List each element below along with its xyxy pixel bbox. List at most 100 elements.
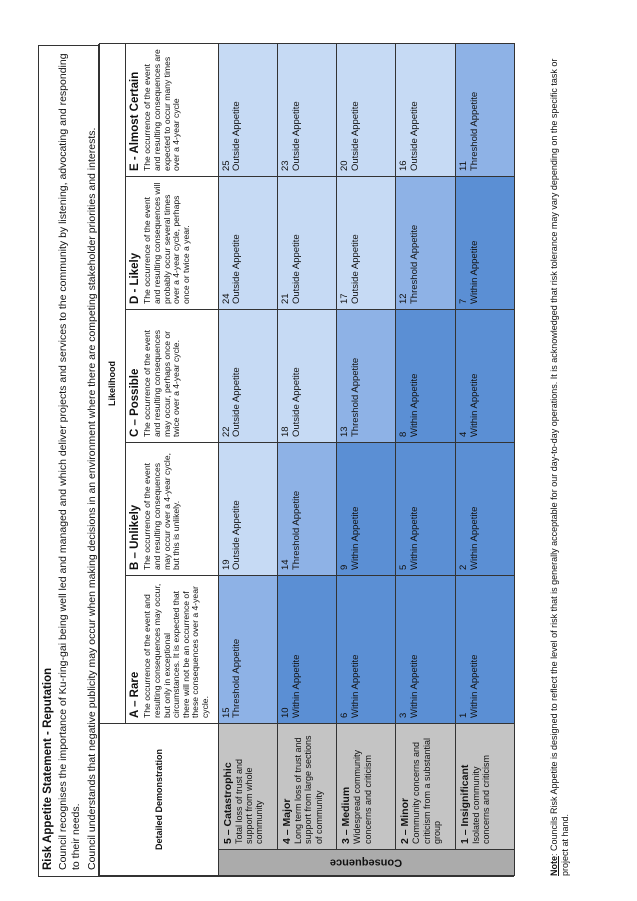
statement-title: Risk Appetite Statement - Reputation xyxy=(42,667,54,870)
likelihood-header: Likelihood xyxy=(99,43,126,724)
appetite-label: Threshold Appetite xyxy=(468,91,480,171)
consequence-title: 2 – Minor xyxy=(399,797,412,844)
appetite-label: Within Appetite xyxy=(350,506,362,570)
consequence-description: Total loss of trust and support from who… xyxy=(233,758,265,844)
appetite-label: Outside Appetite xyxy=(290,367,302,437)
likelihood-description: The occurrence of the event and resultin… xyxy=(142,329,182,437)
consequence-title: 4 – Major xyxy=(280,798,293,844)
note-label: Note xyxy=(549,856,559,876)
consequence-description: Isolated community concerns and criticis… xyxy=(470,754,492,844)
appetite-label: Within Appetite xyxy=(409,373,421,437)
statement-paragraph-1: Council recognises the importance of Ku-… xyxy=(57,53,83,870)
likelihood-description: The occurrence of the event and resultin… xyxy=(142,583,211,718)
appetite-label: Within Appetite xyxy=(468,506,480,570)
consequence-title: 1 – Insignificant xyxy=(458,764,471,844)
consequence-description: Long term loss of trust and support from… xyxy=(292,735,324,844)
likelihood-description: The occurrence of the event and resultin… xyxy=(142,452,182,570)
risk-score: 2 xyxy=(457,564,469,570)
appetite-label: Threshold Appetite xyxy=(409,224,421,304)
appetite-label: Threshold Appetite xyxy=(290,490,302,570)
statement-paragraph-2: Council understands that negative public… xyxy=(86,127,99,870)
likelihood-title: C – Possible xyxy=(129,368,142,437)
risk-appetite-frame: Risk Appetite Statement - Reputation Cou… xyxy=(38,43,570,877)
appetite-label: Outside Appetite xyxy=(231,101,243,171)
likelihood-title: A – Rare xyxy=(129,671,142,718)
appetite-label: Outside Appetite xyxy=(290,234,302,304)
consequence-label: Consequence xyxy=(330,856,403,869)
appetite-label: Outside Appetite xyxy=(290,101,302,171)
appetite-label: Outside Appetite xyxy=(350,234,362,304)
likelihood-description: The occurrence of the event and resultin… xyxy=(142,182,191,304)
appetite-label: Outside Appetite xyxy=(231,367,243,437)
detailed-demonstration-header: Detailed Demonstration xyxy=(99,723,219,876)
appetite-label: Outside Appetite xyxy=(231,500,243,570)
consequence-title: 5 – Catastrophic xyxy=(221,762,234,844)
rotated-page: Risk Appetite Statement - Reputation Cou… xyxy=(38,17,598,877)
appetite-label: Within Appetite xyxy=(468,654,480,718)
consequence-description: Widespread community concerns and critic… xyxy=(352,749,373,844)
risk-score: 11 xyxy=(457,161,469,171)
statement-header: Risk Appetite Statement - Reputation Cou… xyxy=(39,44,99,876)
footnote: Note: Councils Risk Appetite is designed… xyxy=(549,44,571,876)
risk-score: 4 xyxy=(457,431,469,437)
likelihood-title: B – Unlikely xyxy=(129,504,142,570)
appetite-label: Within Appetite xyxy=(290,654,302,718)
risk-score: 1 xyxy=(457,712,469,718)
consequence-side-label: Consequence xyxy=(218,849,515,876)
risk-score: 7 xyxy=(457,298,469,304)
consequence-description: Community concerns and criticism from a … xyxy=(411,737,443,844)
appetite-label: Outside Appetite xyxy=(350,101,362,171)
appetite-label: Within Appetite xyxy=(468,240,480,304)
appetite-label: Within Appetite xyxy=(409,506,421,570)
note-text: : Councils Risk Appetite is designed to … xyxy=(549,58,570,876)
likelihood-title: D - Likely xyxy=(129,252,142,304)
appetite-label: Outside Appetite xyxy=(409,101,421,171)
consequence-title: 3 – Medium xyxy=(340,786,353,844)
likelihood-description: The occurrence of the event and resultin… xyxy=(142,49,182,171)
appetite-label: Threshold Appetite xyxy=(231,638,243,718)
appetite-label: Threshold Appetite xyxy=(350,357,362,437)
risk-matrix-table: Detailed Demonstration Likelihood A – Ra… xyxy=(99,43,515,876)
appetite-label: Outside Appetite xyxy=(231,234,243,304)
likelihood-title: E - Almost Certain xyxy=(129,71,142,171)
appetite-label: Within Appetite xyxy=(468,373,480,437)
